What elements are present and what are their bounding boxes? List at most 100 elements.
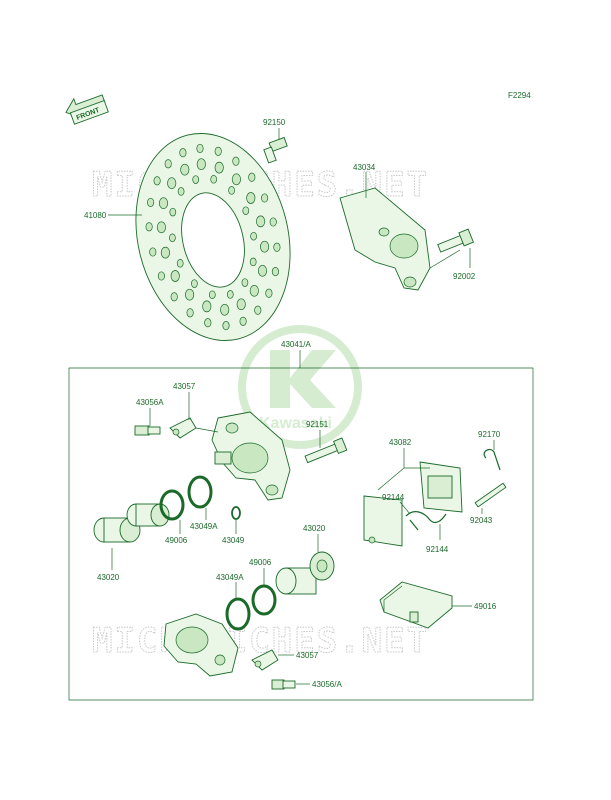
piston-43020-right (275, 551, 335, 595)
disc-hole (196, 158, 206, 171)
disc-hole (186, 308, 194, 318)
disc-hole (177, 187, 185, 196)
disc-hole (231, 173, 241, 186)
label-43020-left: 43020 (97, 573, 120, 582)
disc-hole (261, 193, 269, 203)
bleeder-cap-43057-top (169, 417, 197, 439)
seal-43049A-top (187, 475, 213, 509)
disc-hole (153, 176, 161, 186)
figure-code: F2294 (508, 91, 531, 100)
disc-hole (220, 303, 230, 316)
disc-hole (214, 161, 224, 174)
disc-hole (242, 206, 250, 215)
label-43082: 43082 (389, 438, 412, 447)
label-43056A-bottom: 43056/A (312, 680, 342, 689)
piston-43020-left (93, 517, 141, 543)
bleeder-valve-43056A-top (134, 425, 161, 436)
disc-hole (232, 156, 240, 166)
caliper-bracket-43034 (339, 187, 431, 291)
disc-hole (147, 197, 155, 207)
brake-disc-41080 (135, 133, 291, 341)
disc-hole (208, 290, 216, 299)
label-92144-b: 92144 (426, 545, 449, 554)
label-43034: 43034 (353, 163, 376, 172)
disc-hole (222, 321, 230, 331)
disc-hole (250, 231, 257, 241)
disc-hole (265, 288, 273, 298)
disc-hole (249, 257, 257, 267)
disc-hole (145, 222, 153, 232)
disc-hole (256, 215, 266, 228)
label-92170: 92170 (478, 430, 501, 439)
disc-hole (170, 270, 180, 282)
label-43020-right: 43020 (303, 524, 326, 533)
disc-hole (191, 279, 198, 288)
disc-hole (269, 217, 277, 227)
label-43041A: 43041/A (281, 340, 311, 349)
disc-hole (179, 148, 187, 158)
bolt-92151 (304, 437, 348, 464)
disc-hole (271, 267, 279, 277)
disc-hole (156, 221, 166, 234)
disc-hole (158, 197, 169, 210)
disc-hole (196, 143, 204, 153)
disc-hole (249, 284, 259, 297)
label-92144-a: 92144 (382, 493, 405, 502)
disc-hole (236, 298, 246, 311)
disc-hole (204, 318, 212, 328)
disc-hole (176, 259, 184, 268)
disc-hole (164, 159, 172, 169)
disc-hole (160, 246, 170, 259)
logo-text: Kawasaki (259, 415, 332, 432)
disc-hole (185, 288, 195, 301)
label-43057-top: 43057 (173, 382, 196, 391)
bolt-92150 (263, 136, 288, 164)
caliper-assembly-frame (68, 367, 534, 701)
front-arrow-icon: FRONT (65, 94, 109, 125)
brake-pad-43082-inner (363, 495, 403, 547)
watermark-bottom: MICROFICHES.NET (92, 621, 429, 661)
disc-hole (202, 300, 212, 313)
disc-hole (260, 240, 270, 253)
label-41080: 41080 (84, 211, 107, 220)
label-49006-bottom: 49006 (249, 558, 272, 567)
label-49006-top: 49006 (165, 536, 188, 545)
disc-hole (241, 278, 249, 287)
disc-hole (210, 175, 218, 184)
bleeder-valve-43056A-bottom (271, 679, 296, 690)
pin-92043 (474, 482, 507, 508)
disc-hole (167, 177, 177, 190)
label-43057-bottom: 43057 (296, 651, 319, 660)
disc-hole (170, 292, 178, 302)
caliper-body-upper (211, 411, 291, 501)
caliper-body-lower (163, 613, 239, 677)
pin-clip-92170 (483, 448, 501, 471)
label-92043: 92043 (470, 516, 493, 525)
disc-hole (273, 242, 281, 252)
disc-hole (228, 186, 235, 195)
label-43056A-top: 43056A (136, 398, 164, 407)
pad-spring-92144 (405, 511, 447, 531)
kawasaki-logo: Kawasaki (238, 325, 362, 449)
seal-43049 (231, 506, 241, 520)
label-92002: 92002 (453, 272, 476, 281)
piston-sleeve-upper (126, 503, 170, 527)
disc-hole (214, 146, 222, 156)
disc-hole (239, 316, 247, 326)
label-92150: 92150 (263, 118, 286, 127)
bolt-92002 (437, 228, 474, 253)
label-43049: 43049 (222, 536, 245, 545)
disc-hole (257, 264, 268, 277)
seal-43049A-bottom (225, 597, 251, 631)
brake-pad-43082-outer (419, 461, 463, 513)
disc-hole (254, 305, 262, 315)
disc-hole (192, 175, 200, 184)
disc-hole (180, 163, 190, 176)
label-92151: 92151 (306, 420, 329, 429)
disc-hole (157, 271, 165, 281)
label-49016: 49016 (474, 602, 497, 611)
disc-hole (246, 192, 256, 204)
seal-49006-top (159, 489, 185, 521)
disc-hole (149, 247, 157, 257)
